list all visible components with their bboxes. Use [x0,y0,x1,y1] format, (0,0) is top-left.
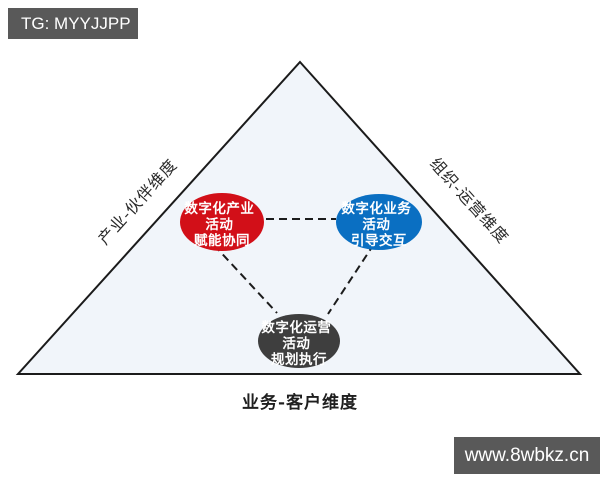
node-digital-operation: 数字化运营 活动 规划执行 [258,314,340,368]
node-line: 引导交互 [351,232,407,249]
node-line: 规划执行 [271,351,327,368]
node-digital-business: 数字化业务 活动 引导交互 [336,194,422,250]
node-digital-business-shape [336,194,422,250]
node-line: 赋能协同 [194,232,250,249]
node-digital-business-label: 数字化业务 活动 引导交互 [341,200,416,249]
node-line: 活动 [205,216,233,233]
node-line: 数字化业务 [341,200,411,217]
connector-industry-operation [213,244,278,314]
node-line: 活动 [362,216,390,233]
node-digital-industry: 数字化产业 活动 赋能协同 [180,193,264,251]
watermark-top-left-text: TG: MYYJJPP [21,13,131,33]
node-line: 数字化运营 [261,319,331,336]
node-line: 数字化产业 [184,200,254,217]
watermark-bottom-right: www.8wbkz.cn [454,437,600,474]
node-digital-industry-shape [180,193,264,251]
node-digital-industry-label: 数字化产业 活动 赋能协同 [184,200,259,249]
watermark-bottom-right-text: www.8wbkz.cn [464,444,590,466]
triangle-outline [15,60,583,375]
node-digital-operation-shape [258,314,340,368]
node-line: 活动 [282,335,310,352]
edge-label-bottom: 业务-客户维度 [242,392,358,413]
watermark-top-left: TG: MYYJJPP [8,8,138,39]
connector-business-operation [327,243,375,315]
node-digital-operation-label: 数字化运营 活动 规划执行 [261,319,336,368]
